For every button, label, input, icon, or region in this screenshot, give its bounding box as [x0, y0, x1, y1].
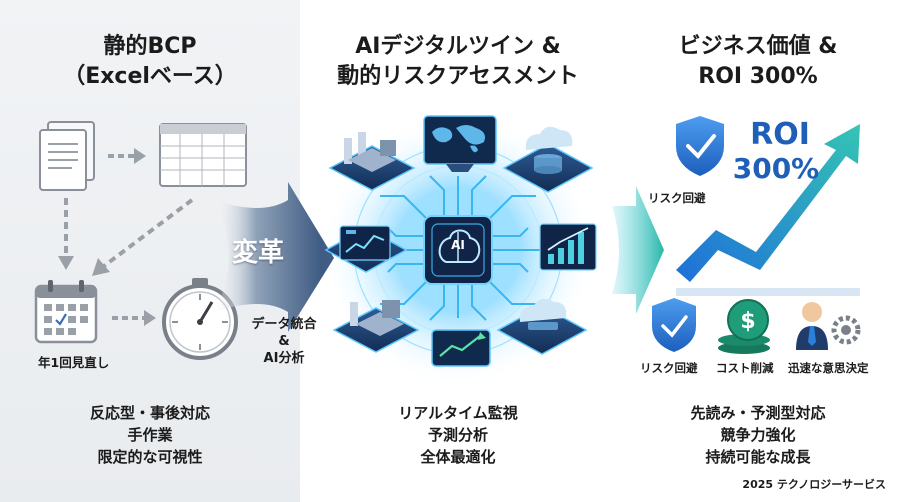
- left-footer: 反応型・事後対応 手作業 限定的な可視性: [40, 402, 260, 468]
- annual-review-label: 年1回見直し: [38, 355, 110, 370]
- right-footer-line3: 持続可能な成長: [705, 448, 811, 466]
- right-title: ビジネス価値 & ROI 300%: [640, 32, 876, 92]
- left-title-line1: 静的BCP: [103, 34, 197, 59]
- world-map-icon: [423, 115, 497, 172]
- svg-text:$: $: [740, 309, 755, 334]
- shield-check-icon: [676, 116, 724, 176]
- center-title: AIデジタルツイン & 動的リスクアセスメント: [320, 32, 596, 92]
- center-title-line1: AIデジタルツイン &: [355, 34, 561, 59]
- arrow-doc-down: [58, 198, 74, 270]
- risk-avoid-top-label: リスク回避: [648, 191, 706, 205]
- arrow-calendar-to-watch: [112, 310, 156, 326]
- right-footer: 先読み・予測型対応 競争力強化 持続可能な成長: [640, 402, 876, 468]
- document-icon: [39, 121, 95, 191]
- transform-arrow: [214, 182, 334, 332]
- right-footer-line1: 先読み・予測型対応: [690, 404, 826, 422]
- roi-text-line1: ROI: [750, 117, 810, 152]
- trend-arrow-icon: [676, 124, 860, 296]
- factory-icon-2: [332, 300, 420, 353]
- data-integration-line3: AI分析: [263, 351, 305, 366]
- benefit-risk-avoid-label: リスク回避: [640, 361, 698, 375]
- left-title: 静的BCP （Excelベース）: [40, 32, 260, 92]
- center-footer-line1: リアルタイム監視: [398, 404, 518, 422]
- brain-chip-icon: [423, 215, 493, 285]
- left-footer-line3: 限定的な可視性: [97, 448, 203, 466]
- dashboard-icon: [324, 225, 408, 273]
- center-title-line2: 動的リスクアセスメント: [337, 64, 579, 89]
- center-footer: リアルタイム監視 予測分析 全体最適化: [340, 402, 576, 468]
- calendar-icon: [34, 280, 98, 344]
- copyright-label: 2025 テクノロジーサービス: [742, 478, 886, 491]
- benefit-fast-decision-label: 迅速な意思決定: [788, 361, 869, 375]
- arrow-doc-to-sheet: [108, 148, 146, 164]
- cloud-database-icon: [502, 126, 594, 193]
- bar-chart-icon: [539, 223, 597, 271]
- data-integration-label: データ統合 & AI分析: [244, 316, 324, 367]
- shield-check-icon-2: [652, 298, 696, 352]
- ai-chip-label: AI: [451, 238, 465, 252]
- roi-text-line2: 300%: [732, 152, 820, 185]
- businessman-gear-icon: [796, 302, 861, 350]
- center-footer-line2: 予測分析: [427, 426, 488, 444]
- center-footer-line3: 全体最適化: [420, 448, 496, 466]
- data-integration-line1: データ統合: [251, 317, 317, 332]
- coin-dollar-icon: $: [718, 299, 770, 354]
- transform-label: 変革: [232, 238, 285, 268]
- factory-icon: [328, 132, 416, 191]
- right-footer-line2: 競争力強化: [720, 426, 796, 444]
- value-arrow: [612, 186, 664, 314]
- circuit-lines: [376, 175, 540, 321]
- left-footer-line1: 反応型・事後対応: [89, 404, 210, 422]
- spreadsheet-icon: [159, 123, 247, 187]
- benefit-cost-cut-label: コスト削減: [716, 361, 774, 375]
- line-chart-tile-icon: [431, 329, 491, 367]
- cloud-tile-icon: [496, 298, 588, 355]
- right-title-line1: ビジネス価値 &: [678, 34, 838, 59]
- left-footer-line2: 手作業: [127, 426, 173, 444]
- right-title-line2: ROI 300%: [698, 64, 818, 89]
- arrow-sheet-to-calendar: [92, 198, 194, 276]
- left-title-line2: （Excelベース）: [63, 64, 237, 89]
- data-integration-line2: &: [278, 334, 290, 349]
